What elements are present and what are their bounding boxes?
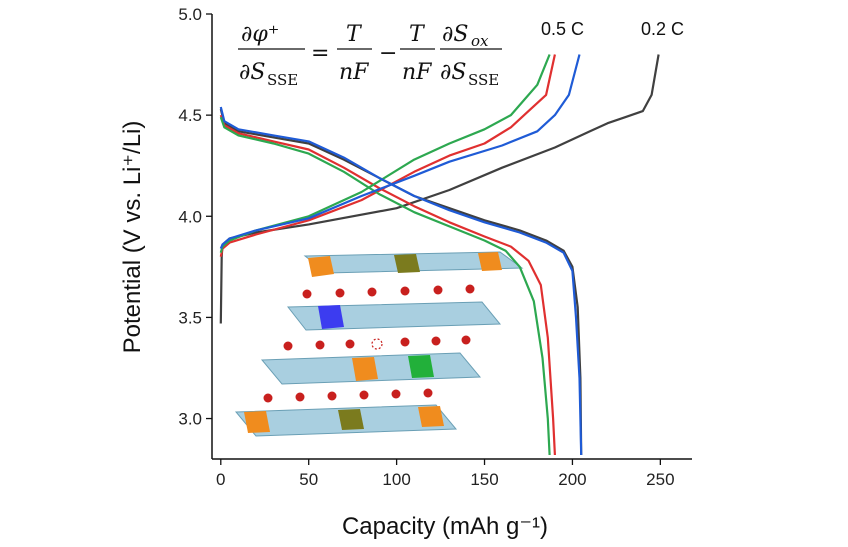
svg-text:∂φ⁺: ∂φ⁺ <box>241 22 279 47</box>
series-0-charge-curve <box>219 54 660 324</box>
x-tick-label: 250 <box>646 470 674 489</box>
curves-group <box>219 54 660 456</box>
orange-octahedron <box>418 406 444 427</box>
svg-text:∂S: ∂S <box>440 60 466 85</box>
crystal-structure-illustration <box>234 251 524 437</box>
y-tick-label: 4.0 <box>178 207 202 226</box>
x-tick-label: 150 <box>470 470 498 489</box>
blue-octahedron <box>318 305 344 329</box>
x-tick-label: 200 <box>558 470 586 489</box>
lithium-vacancy <box>371 338 383 350</box>
olive-octahedron <box>338 409 364 430</box>
x-tick-label: 100 <box>382 470 410 489</box>
series-2-discharge-curve <box>219 116 551 456</box>
rate-label-0-2c: 0.2 C <box>641 19 684 39</box>
y-axis-title: Potential (V vs. Li⁺/Li) <box>119 121 146 354</box>
svg-text:∂S: ∂S <box>239 60 265 85</box>
x-tick-label: 0 <box>216 470 225 489</box>
equation: ∂φ⁺ ∂S SSE = T nF − T nF ∂S ox ∂S SSE <box>238 22 502 89</box>
series-1-charge-curve <box>219 54 556 257</box>
x-axis-title: Capacity (mAh g⁻¹) <box>342 513 548 540</box>
svg-text:T: T <box>409 22 426 47</box>
svg-text:nF: nF <box>402 60 432 85</box>
x-tick-label: 50 <box>299 470 318 489</box>
svg-text:T: T <box>346 22 363 47</box>
svg-text:=: = <box>311 41 329 66</box>
y-tick-label: 4.5 <box>178 106 202 125</box>
svg-text:−: − <box>379 41 397 66</box>
green-octahedron <box>408 355 434 378</box>
orange-octahedron <box>308 256 334 277</box>
svg-text:∂S: ∂S <box>442 22 468 47</box>
lithium-atoms <box>263 284 475 403</box>
y-tick-label: 3.5 <box>178 308 202 327</box>
series-0-discharge-curve <box>219 108 583 456</box>
series-3-charge-curve <box>219 54 581 250</box>
orange-octahedron <box>478 252 502 271</box>
svg-text:ox: ox <box>471 32 489 50</box>
series-3-discharge-curve <box>219 106 583 456</box>
orange-octahedron <box>352 357 378 381</box>
svg-text:nF: nF <box>339 60 369 85</box>
svg-text:SSE: SSE <box>267 71 298 89</box>
series-1-discharge-curve <box>219 114 556 456</box>
y-tick-label: 3.0 <box>178 410 202 429</box>
ticks-group: 0 50 100 150 200 250 3.0 3.5 4.0 4.5 5.0 <box>178 5 674 489</box>
series-2-charge-curve <box>219 54 551 253</box>
olive-octahedron <box>394 254 420 273</box>
svg-text:SSE: SSE <box>468 71 499 89</box>
rate-label-0-5c: 0.5 C <box>541 19 584 39</box>
orange-octahedron <box>244 411 270 433</box>
y-tick-label: 5.0 <box>178 5 202 24</box>
